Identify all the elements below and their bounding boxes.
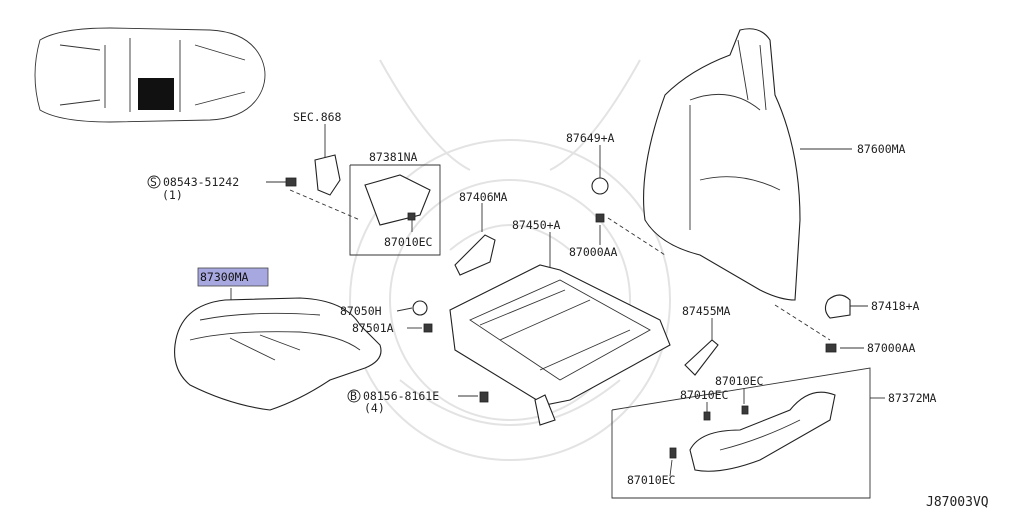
cap-87649 [591,177,609,195]
car-location-thumbnail [34,27,266,123]
label-87000aa-lower[interactable]: 87000AA [867,341,916,355]
bolt-87000aa-lower [825,343,837,353]
seat-frame-part [449,264,671,426]
clip-87010ec-a [407,212,416,221]
label-87418a[interactable]: 87418+A [871,299,920,313]
label-87010ec-d[interactable]: 87010EC [627,473,676,487]
label-87000aa-upper[interactable]: 87000AA [569,245,618,259]
leader-lines [230,124,885,499]
seat-cushion-part [174,297,382,411]
label-87050h[interactable]: 87050H [340,304,382,318]
seat-side-cover-part [689,391,836,472]
label-87649a[interactable]: 87649+A [566,131,615,145]
label-qty-4: (4) [364,401,385,415]
trim-87406ma [454,234,496,276]
clip-87010ec-b [741,405,749,415]
part-labels: SEC.868 S 08543-51242 (1) 87381NA 87010E… [147,110,989,510]
label-87381na[interactable]: 87381NA [369,150,418,164]
label-08543[interactable]: 08543-51242 [163,175,239,189]
highlight-box [197,267,269,287]
small-parts [285,154,851,459]
watermark-emblem [349,59,671,461]
label-08156[interactable]: 08156-8161E [363,389,439,403]
b-circle-icon [347,389,361,403]
label-87372ma[interactable]: 87372MA [888,391,937,405]
label-87300ma[interactable]: 87300MA [200,270,249,284]
trim-87455ma [684,339,719,376]
clip-87010ec-c [703,411,711,421]
label-87010ec-c[interactable]: 87010EC [680,388,729,402]
label-b-symbol: B [350,389,357,403]
label-87450a[interactable]: 87450+A [512,218,561,232]
label-87010ec-a[interactable]: 87010EC [384,235,433,249]
label-87010ec-b[interactable]: 87010EC [715,374,764,388]
bracket-87381na [364,174,431,226]
label-sec868[interactable]: SEC.868 [293,110,342,124]
s-circle-icon [147,175,161,189]
label-87455ma[interactable]: 87455MA [682,304,731,318]
bolt-87000aa-upper [595,213,605,223]
label-87501a[interactable]: 87501A [352,321,394,335]
label-87600ma[interactable]: 87600MA [857,142,906,156]
bolt-08156 [479,391,489,403]
bolt-87501a [423,323,433,333]
cap-87050h [412,300,428,316]
cap-87418 [824,294,851,319]
label-87406ma[interactable]: 87406MA [459,190,508,204]
seat-back-part [643,28,801,301]
label-qty-1: (1) [162,188,183,202]
clip-87010ec-d [669,447,677,459]
diagram-code: J87003VQ [926,495,989,510]
label-s-symbol: S [150,175,157,189]
seatbelt-buckle-part [314,154,341,196]
screw-08543 [285,177,297,187]
seat-location-marker [138,78,174,110]
